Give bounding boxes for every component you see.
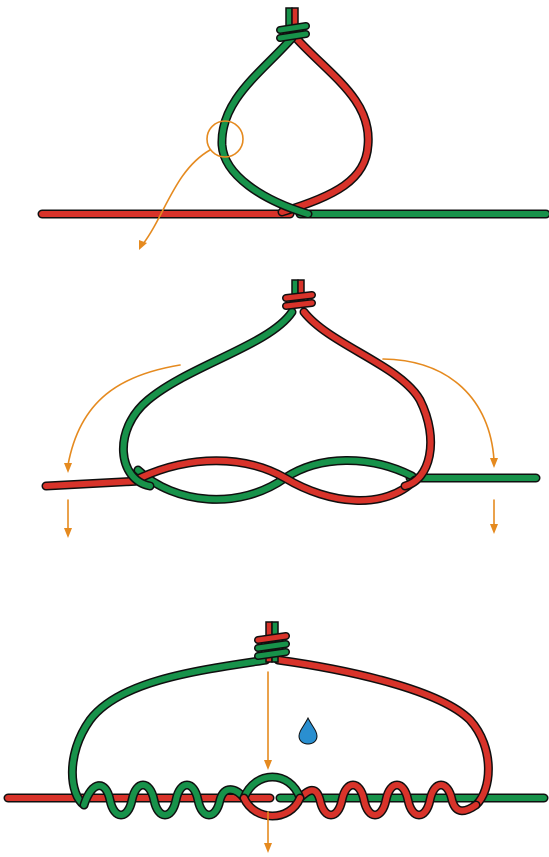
step3-tag-ends <box>258 622 286 662</box>
step2-arrowhead-left-curve <box>64 463 72 473</box>
step2-arrowhead-right-curve <box>490 458 498 468</box>
step1-arrowhead <box>139 240 147 250</box>
step1-red-loop-strand <box>282 38 368 212</box>
step3-arrowhead-top <box>264 760 272 770</box>
step-1-form-loop <box>42 8 546 250</box>
step-3-wrap-turns <box>8 622 544 853</box>
step2-arrowhead-right-down <box>490 524 498 534</box>
step1-tag-ends <box>280 8 306 38</box>
step1-arrow <box>143 150 210 244</box>
step-2-pull-ends <box>46 280 536 538</box>
step2-red-standing-line <box>46 481 140 486</box>
step1-green-loop-strand <box>222 38 308 214</box>
step2-tag-ends <box>286 280 312 306</box>
lubricant-drop-icon <box>299 718 317 744</box>
step3-arrowhead-bottom <box>264 843 272 853</box>
step2-arrowhead-left-down <box>64 528 72 538</box>
